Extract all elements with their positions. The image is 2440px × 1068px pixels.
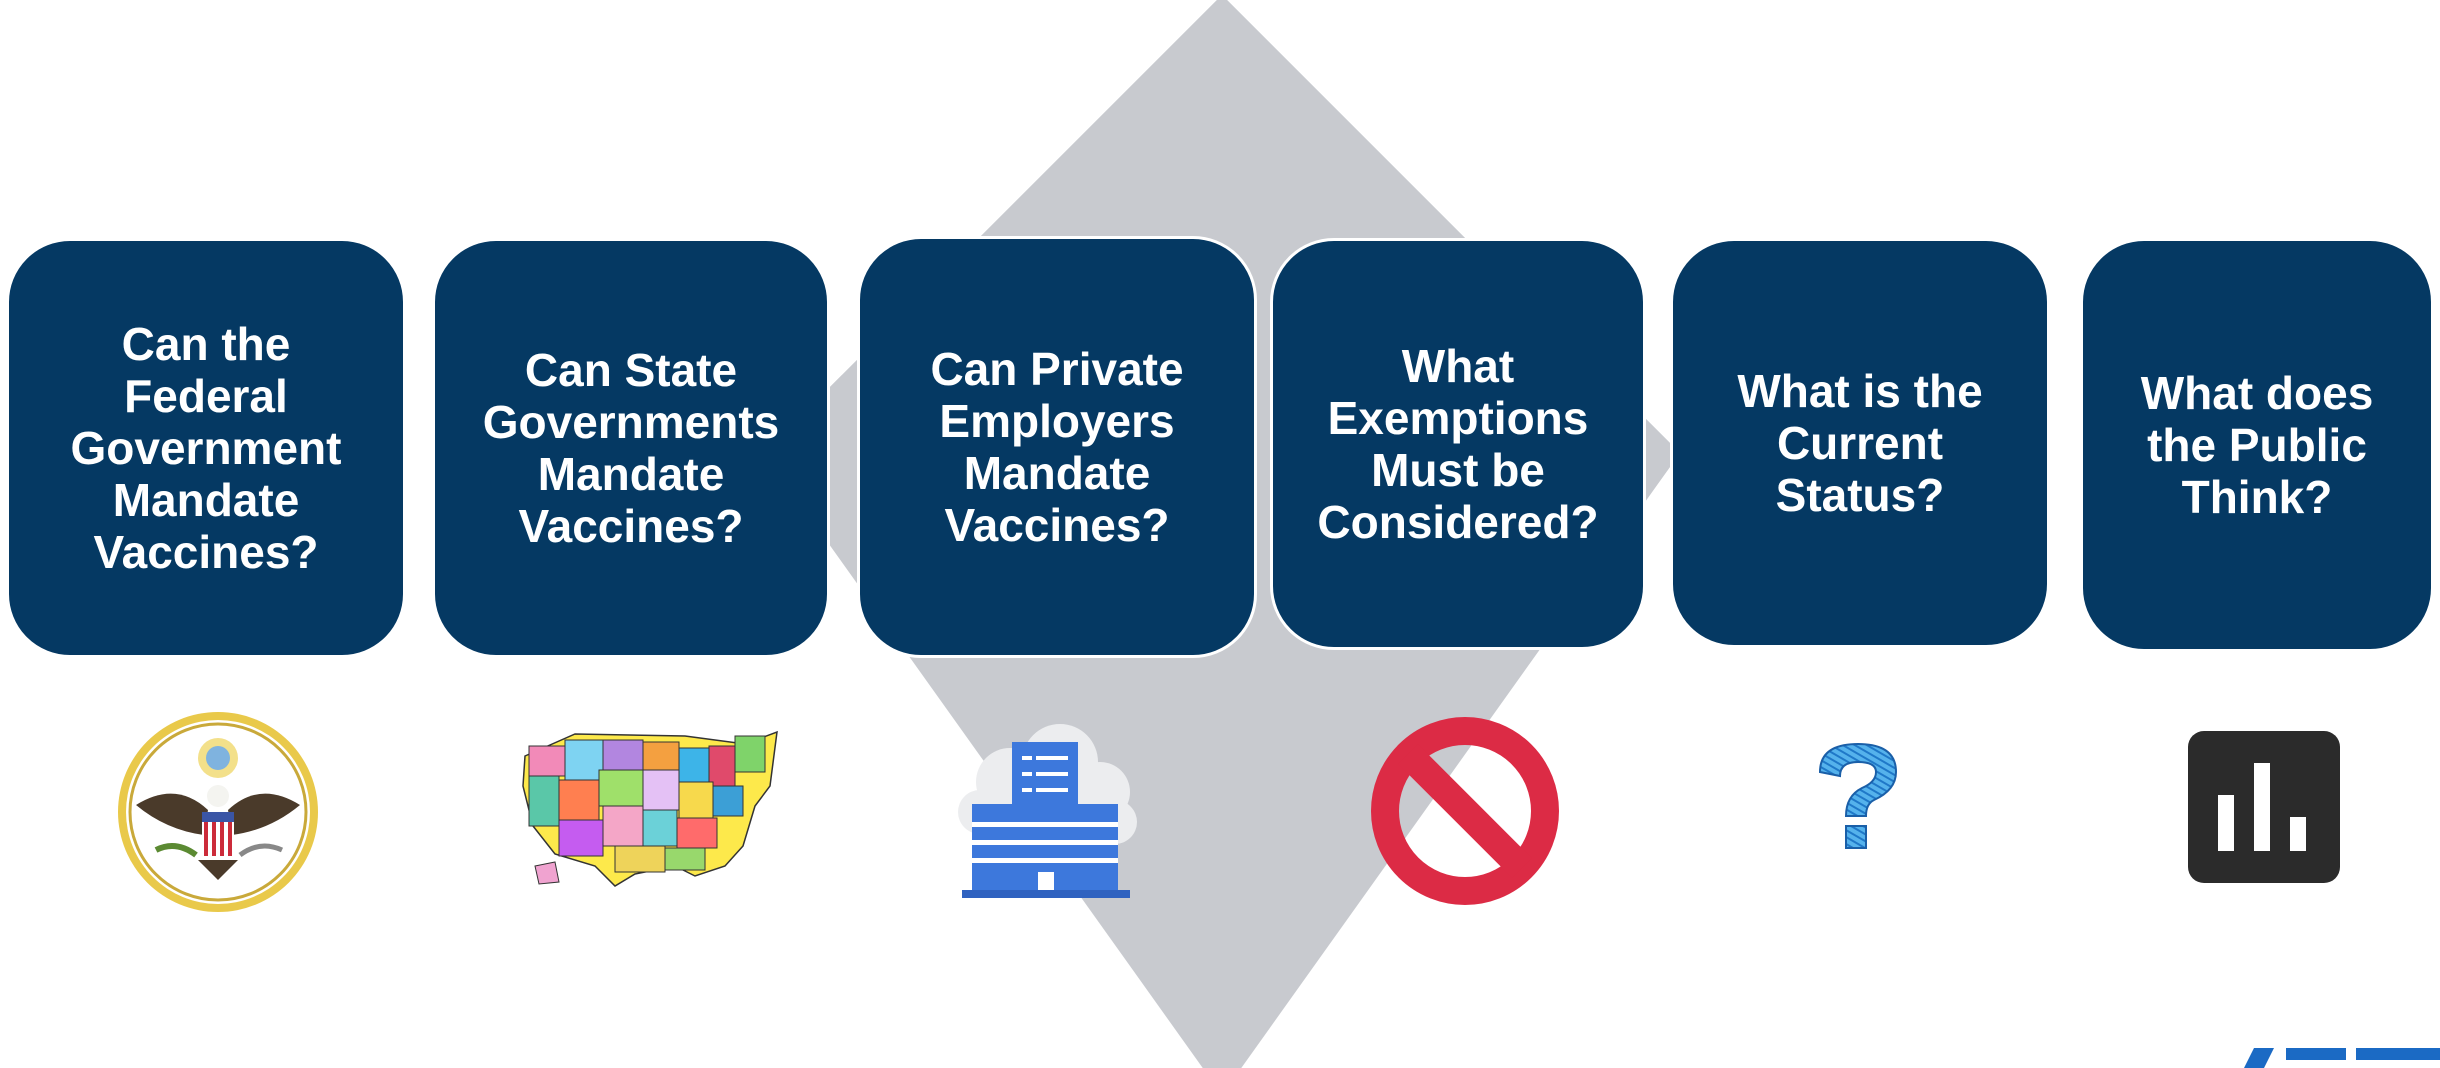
- question-card-state[interactable]: Can State Governments Mandate Vaccines?: [432, 238, 830, 658]
- question-card-private-employers[interactable]: Can Private Employers Mandate Vaccines?: [857, 236, 1257, 658]
- office-building-cloud-icon: [950, 722, 1140, 902]
- card-text: Can Private Employers Mandate Vaccines?: [930, 343, 1184, 551]
- card-text: What Exemptions Must be Considered?: [1317, 340, 1599, 548]
- card-text: What does the Public Think?: [2140, 367, 2374, 523]
- us-great-seal-icon: [116, 710, 320, 914]
- bar-chart-poll-icon: [2188, 731, 2340, 883]
- us-states-map-icon: [515, 726, 781, 896]
- no-entry-prohibited-icon: [1370, 716, 1560, 906]
- card-text: Can the Federal Government Mandate Vacci…: [70, 318, 342, 578]
- question-mark-icon: [1812, 740, 1904, 858]
- logo-fragment: [2236, 1044, 2440, 1068]
- question-card-federal[interactable]: Can the Federal Government Mandate Vacci…: [6, 238, 406, 658]
- question-card-exemptions[interactable]: What Exemptions Must be Considered?: [1270, 238, 1646, 650]
- card-text: What is the Current Status?: [1737, 365, 1983, 521]
- card-text: Can State Governments Mandate Vaccines?: [482, 344, 780, 552]
- title-fragment: [0, 0, 240, 8]
- question-card-public-opinion[interactable]: What does the Public Think?: [2080, 238, 2434, 652]
- question-card-current-status[interactable]: What is the Current Status?: [1670, 238, 2050, 648]
